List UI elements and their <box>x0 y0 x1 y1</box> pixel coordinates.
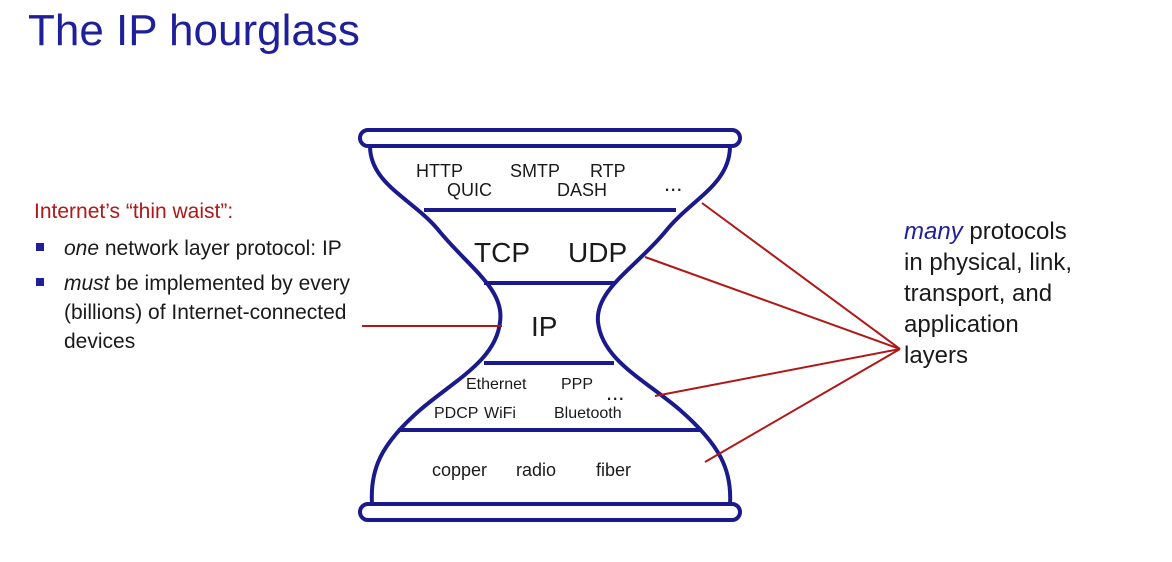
many-line-1: many protocols <box>904 216 1072 247</box>
protocol-bluetooth: Bluetooth <box>554 405 622 422</box>
protocol-tcp: TCP <box>474 237 530 268</box>
app-ellipsis: ... <box>664 171 682 196</box>
bullet-one-protocol: one network layer protocol: IP <box>32 234 352 263</box>
thin-waist-list: one network layer protocol: IP must be i… <box>32 234 352 356</box>
link-ellipsis: ... <box>606 380 624 405</box>
many-line-1-rest: protocols <box>962 218 1067 245</box>
protocol-pdcp: PDCP <box>434 405 478 422</box>
many-line-3: transport, and <box>904 280 1053 307</box>
protocol-dash: DASH <box>557 180 607 200</box>
protocol-ethernet: Ethernet <box>466 376 527 393</box>
many-line-5: layers <box>904 342 969 369</box>
bullet-text: be implemented by every (billions) of In… <box>64 272 350 353</box>
medium-radio: radio <box>516 460 556 480</box>
bullet-emphasis: must <box>64 272 110 295</box>
bullet-square-icon <box>36 243 44 251</box>
protocol-ip: IP <box>531 311 557 342</box>
many-protocols-text: many protocols in physical, link, transp… <box>904 216 1072 371</box>
bullet-text: network layer protocol: IP <box>99 237 342 260</box>
many-line-4: application <box>904 311 1019 338</box>
protocol-ppp: PPP <box>561 376 593 393</box>
protocol-quic: QUIC <box>447 180 492 200</box>
many-emphasis: many <box>904 218 963 245</box>
bullet-square-icon <box>36 278 44 286</box>
pointer-line-transport <box>644 256 901 350</box>
page-title: The IP hourglass <box>28 6 360 55</box>
protocol-rtp: RTP <box>590 161 626 181</box>
hourglass-bottom-cap <box>358 502 742 522</box>
pointer-line-physical <box>704 348 901 463</box>
hourglass-top-cap <box>358 128 742 148</box>
protocol-wifi: WiFi <box>484 405 516 422</box>
bullet-emphasis: one <box>64 237 100 260</box>
thin-waist-heading: Internet’s “thin waist”: <box>34 200 234 223</box>
pointer-line-link <box>654 348 901 397</box>
protocol-smtp: SMTP <box>510 161 560 181</box>
medium-copper: copper <box>432 460 487 480</box>
hourglass-left-side <box>368 145 503 505</box>
bullet-must-implement: must be implemented by every (billions) … <box>32 269 352 356</box>
hourglass-right-side <box>595 145 733 505</box>
pointer-line-app <box>701 202 901 350</box>
protocol-udp: UDP <box>568 237 627 268</box>
many-line-2: in physical, link, <box>904 249 1073 276</box>
protocol-http: HTTP <box>416 161 463 181</box>
medium-fiber: fiber <box>596 460 631 480</box>
